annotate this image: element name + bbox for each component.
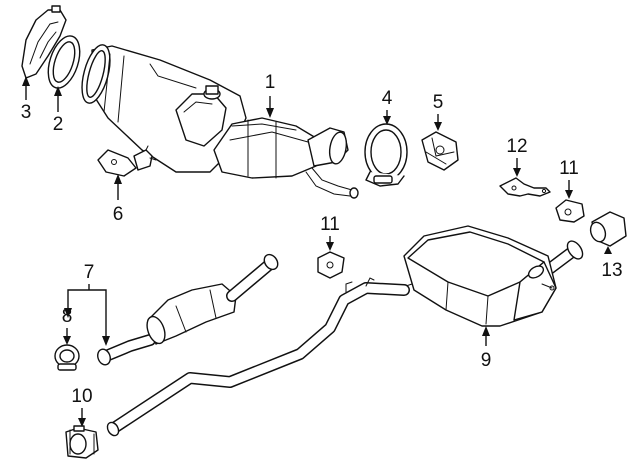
callout-8: 8 [62,306,73,327]
callout-12: 12 [506,136,527,157]
gasket-ring[interactable] [42,32,85,92]
callout-9: 9 [481,350,492,371]
heat-shield[interactable] [21,5,67,79]
band-clamp[interactable] [364,123,408,187]
hanger-insulator[interactable] [317,251,345,279]
callout-7: 7 [84,262,95,283]
callout-6: 6 [113,204,124,225]
pipe-clamp[interactable] [54,344,80,371]
callout-11-middle: 11 [320,214,340,235]
muffler[interactable] [399,225,586,327]
callout-10: 10 [71,386,92,407]
callout-2: 2 [53,114,64,135]
exhaust-tip[interactable] [588,211,627,247]
hanger-insulator[interactable] [555,199,585,223]
callout-3: 3 [21,102,32,123]
rubber-hanger[interactable] [421,131,459,171]
callout-4: 4 [382,88,393,109]
callout-1: 1 [265,72,276,93]
sleeve-clamp[interactable] [65,425,99,459]
callout-11-right: 11 [559,158,579,179]
callout-13: 13 [601,260,622,281]
hanger-bracket[interactable] [499,177,551,197]
catalytic-converter[interactable] [77,42,359,199]
front-pipe-resonator[interactable] [96,252,410,438]
support-bracket[interactable] [97,145,157,177]
callout-5: 5 [433,92,444,113]
